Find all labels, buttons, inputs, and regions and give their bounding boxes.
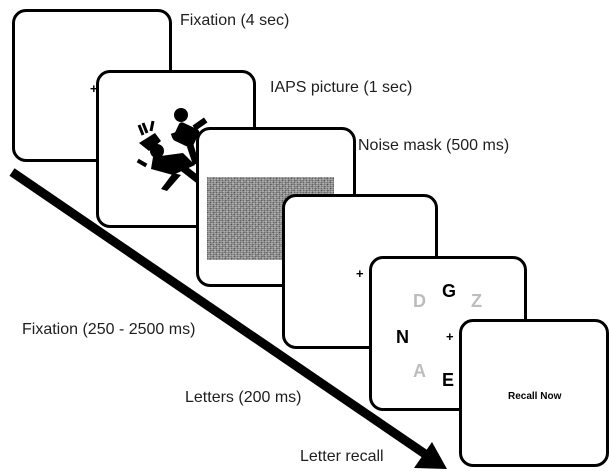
label-letters: Letters (200 ms) bbox=[185, 389, 302, 406]
iaps-violence-image bbox=[136, 108, 208, 191]
center-cross: + bbox=[446, 329, 454, 344]
label-noise-mask: Noise mask (500 ms) bbox=[358, 137, 510, 154]
fixation-cross: + bbox=[90, 81, 98, 96]
letter-e: E bbox=[442, 370, 455, 390]
recall-screen: Recall Now bbox=[459, 319, 609, 467]
label-iaps-picture: IAPS picture (1 sec) bbox=[270, 79, 413, 96]
recall-now-text: Recall Now bbox=[508, 391, 562, 402]
timeline-arrow-shaft bbox=[9, 168, 431, 460]
label-letter-recall: Letter recall bbox=[300, 448, 384, 465]
label-fixation-variable: Fixation (250 - 2500 ms) bbox=[22, 321, 196, 338]
letter-d: D bbox=[413, 291, 426, 311]
letter-a: A bbox=[413, 361, 426, 381]
timeline-arrow-head bbox=[414, 442, 447, 469]
label-fixation-4sec: Fixation (4 sec) bbox=[180, 12, 290, 29]
letter-n: N bbox=[396, 327, 409, 347]
letter-z: Z bbox=[471, 291, 482, 311]
fixation-cross: + bbox=[356, 266, 364, 281]
letter-g: G bbox=[442, 281, 457, 301]
